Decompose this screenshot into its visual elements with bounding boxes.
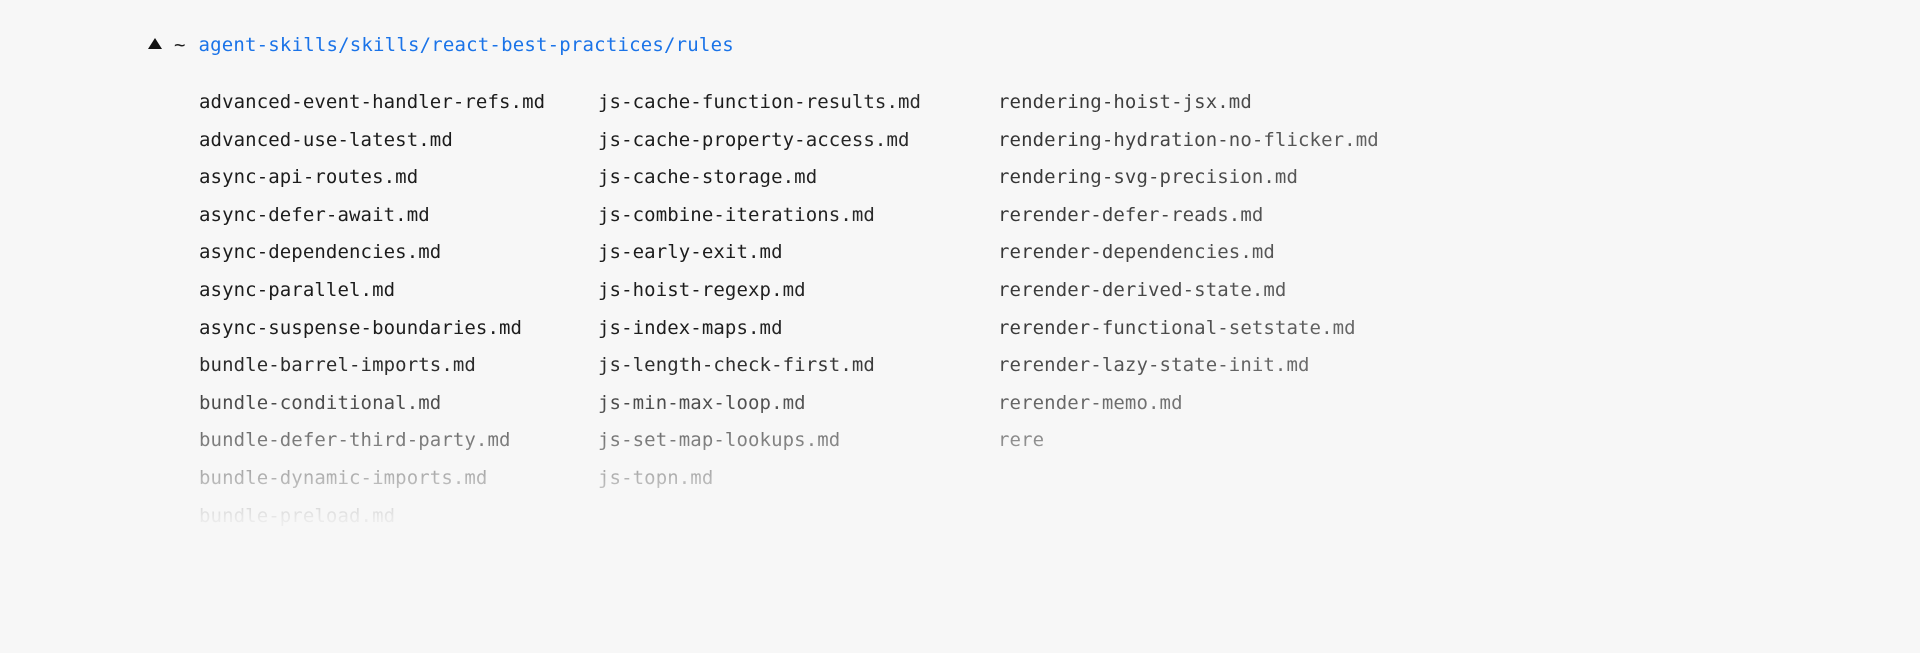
triangle-up-icon — [148, 38, 162, 49]
file-entry[interactable]: rerender-memo.md — [998, 391, 1183, 414]
file-entry[interactable]: js-topn.md — [598, 466, 714, 489]
file-entry[interactable]: js-cache-function-results.md — [598, 91, 922, 113]
file-entry[interactable]: async-defer-await.md — [199, 203, 430, 226]
file-entry[interactable]: js-cache-storage.md — [598, 166, 818, 189]
file-entry[interactable]: bundle-preload.md — [199, 504, 396, 527]
file-entry[interactable]: bundle-conditional.md — [199, 391, 442, 414]
file-entry[interactable]: async-dependencies.md — [199, 241, 442, 264]
file-entry[interactable]: js-length-check-first.md — [598, 354, 875, 377]
file-listing: advanced-event-handler-refs.md advanced-u… — [199, 84, 1699, 535]
file-column-1: advanced-event-handler-refs.md advanced-u… — [199, 84, 598, 535]
file-entry[interactable]: rendering-hydration-no-flicker.md — [998, 128, 1379, 151]
file-entry[interactable]: async-parallel.md — [199, 278, 396, 301]
file-entry[interactable]: rendering-hoist-jsx.md — [998, 91, 1252, 113]
file-entry[interactable]: rere — [998, 429, 1045, 452]
file-column-2: js-cache-function-results.md js-cache-pro… — [598, 84, 998, 498]
file-entry[interactable]: js-combine-iterations.md — [598, 203, 875, 226]
directory-path-link[interactable]: agent-skills/skills/react-best-practices… — [198, 34, 734, 56]
file-entry[interactable]: rerender-defer-reads.md — [998, 203, 1264, 226]
file-entry[interactable]: js-cache-property-access.md — [598, 128, 910, 151]
file-entry[interactable]: bundle-barrel-imports.md — [199, 354, 476, 377]
file-entry[interactable]: js-min-max-loop.md — [598, 391, 806, 414]
file-entry[interactable]: js-hoist-regexp.md — [598, 278, 806, 301]
file-entry[interactable]: rerender-derived-state.md — [998, 278, 1287, 301]
prompt-line: ~ agent-skills/skills/react-best-practic… — [148, 31, 734, 59]
file-entry[interactable]: js-set-map-lookups.md — [598, 429, 841, 452]
file-entry[interactable]: rerender-dependencies.md — [998, 241, 1275, 264]
file-entry[interactable]: bundle-defer-third-party.md — [199, 429, 511, 452]
file-entry[interactable]: async-api-routes.md — [199, 166, 419, 189]
file-entry[interactable]: bundle-dynamic-imports.md — [199, 466, 488, 489]
file-entry[interactable]: async-suspense-boundaries.md — [199, 316, 523, 339]
file-column-3: rendering-hoist-jsx.md rendering-hydratio… — [998, 84, 1418, 460]
home-symbol: ~ — [174, 34, 186, 56]
file-entry[interactable]: js-index-maps.md — [598, 316, 783, 339]
file-entry[interactable]: advanced-event-handler-refs.md — [199, 91, 546, 113]
file-entry[interactable]: rerender-lazy-state-init.md — [998, 354, 1310, 377]
file-entry[interactable]: advanced-use-latest.md — [199, 128, 453, 151]
file-entry[interactable]: rerender-functional-setstate.md — [998, 316, 1356, 339]
file-entry[interactable]: js-early-exit.md — [598, 241, 783, 264]
file-entry[interactable]: rendering-svg-precision.md — [998, 166, 1299, 189]
